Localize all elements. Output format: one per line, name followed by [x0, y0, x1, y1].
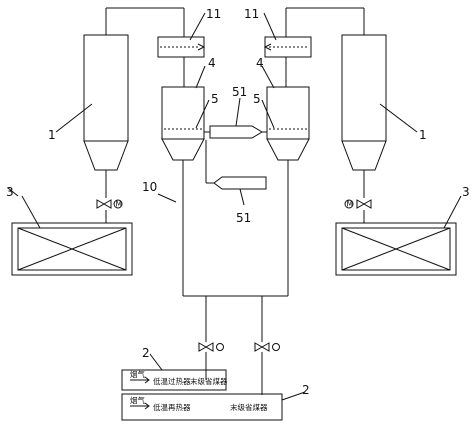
left-vessel-4	[161, 86, 205, 296]
label-1-left: 1	[48, 128, 56, 142]
lower-section1-label: 低温再热器	[153, 402, 191, 412]
upper-flue-label: 烟气	[130, 369, 145, 379]
right-motor-mark: M	[347, 200, 353, 209]
label-51-bottom: 51	[236, 211, 251, 225]
label-1-right: 1	[419, 128, 427, 142]
label-5-left: 5	[211, 92, 219, 106]
lower-flue-label: 烟气	[130, 395, 145, 405]
label-11-left: 11	[206, 7, 221, 21]
upper-section2-label: 末级省煤器	[190, 376, 228, 386]
leader-lines	[21, 12, 462, 401]
boiler-upper-section	[121, 369, 227, 391]
label-3-left: 3	[6, 185, 14, 199]
label-2-bottom: 2	[302, 383, 310, 397]
boiler-lower-section	[121, 393, 283, 421]
left-motor-mark: M	[116, 200, 122, 209]
left-valve-icon: M	[96, 199, 123, 209]
feeder-51-bottom	[205, 140, 267, 190]
label-4-right: 4	[256, 56, 264, 70]
left-tower	[83, 7, 185, 223]
label-51-top: 51	[232, 85, 247, 99]
bottom-duct	[183, 295, 288, 395]
feeder-51-top	[204, 125, 267, 139]
label-10: 10	[142, 180, 157, 194]
upper-section1-label: 低温过热器	[153, 376, 191, 386]
right-tower	[285, 7, 387, 223]
left-box-3	[7, 187, 133, 276]
label-2-top: 2	[142, 346, 150, 360]
right-filter-11	[263, 36, 312, 87]
label-4-left: 4	[208, 56, 216, 70]
label-11-right: 11	[244, 7, 259, 21]
label-5-right: 5	[253, 92, 261, 106]
lower-valve-right-icon	[254, 342, 280, 352]
right-box-3	[335, 222, 457, 276]
lower-section2-label: 末级省煤器	[230, 402, 268, 412]
label-3-right: 3	[462, 185, 470, 199]
left-filter-11	[157, 36, 206, 87]
lower-valve-left-icon	[198, 342, 224, 352]
right-vessel-4	[266, 86, 310, 296]
right-valve-icon: M	[344, 199, 372, 209]
